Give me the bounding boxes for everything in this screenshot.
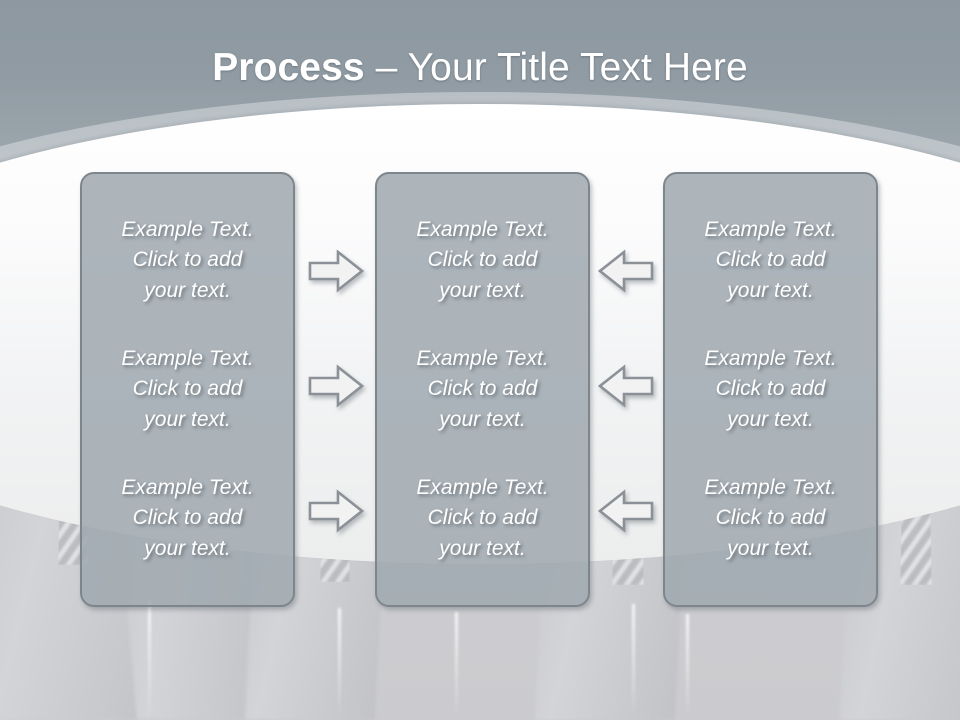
arrow-right-icon-2[interactable] (308, 363, 364, 409)
arrow-left-icon-1[interactable] (598, 248, 654, 294)
page-title: Process – Your Title Text Here (0, 46, 960, 90)
process-text[interactable]: Example Text. Click to add your text. (416, 475, 549, 560)
page-title-bold: Process (212, 46, 365, 89)
process-box-1[interactable]: Example Text. Click to add your text. Ex… (80, 172, 295, 607)
process-text[interactable]: Example Text. Click to add your text. (704, 346, 837, 431)
arrow-left-icon-3[interactable] (598, 488, 654, 534)
process-text[interactable]: Example Text. Click to add your text. (121, 475, 254, 560)
arrow-left-icon-2[interactable] (598, 363, 654, 409)
arrow-right-icon-3[interactable] (308, 488, 364, 534)
process-text[interactable]: Example Text. Click to add your text. (416, 346, 549, 431)
process-text[interactable]: Example Text. Click to add your text. (416, 217, 549, 302)
process-box-3[interactable]: Example Text. Click to add your text. Ex… (663, 172, 878, 607)
arrow-right-icon-1[interactable] (308, 248, 364, 294)
process-text[interactable]: Example Text. Click to add your text. (121, 346, 254, 431)
process-text[interactable]: Example Text. Click to add your text. (704, 217, 837, 302)
page-title-rest: – Your Title Text Here (364, 46, 748, 89)
process-box-2[interactable]: Example Text. Click to add your text. Ex… (375, 172, 590, 607)
process-text[interactable]: Example Text. Click to add your text. (704, 475, 837, 560)
process-text[interactable]: Example Text. Click to add your text. (121, 217, 254, 302)
